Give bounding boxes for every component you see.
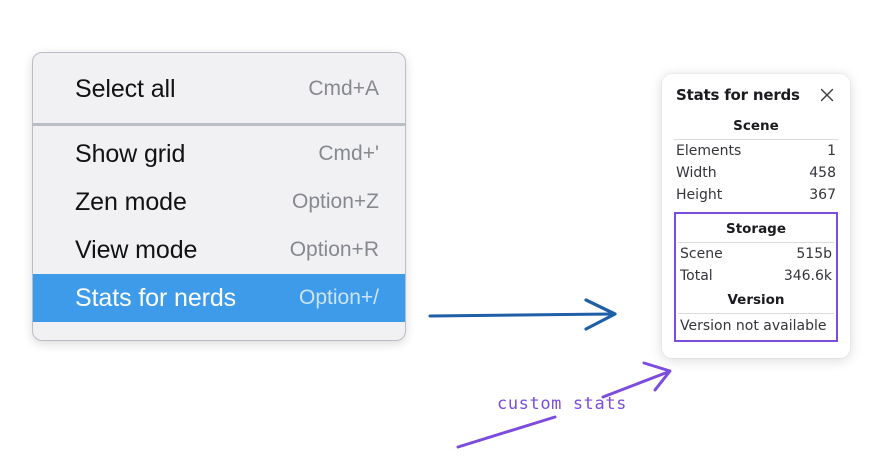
- purple-underline-annotation: [456, 415, 557, 449]
- purple-arrow-annotation: [601, 361, 672, 399]
- stat-value: 515b: [796, 246, 832, 262]
- stat-row-storage-scene: Scene 515b: [676, 243, 836, 265]
- menu-item-select-all[interactable]: Select all Cmd+A: [33, 65, 405, 113]
- section-heading-storage: Storage: [725, 221, 787, 237]
- stat-row-elements: Elements 1: [662, 140, 850, 162]
- stats-for-nerds-panel: Stats for nerds Scene Elements 1 Width 4…: [662, 74, 850, 358]
- stat-label: Total: [680, 268, 713, 284]
- blue-arrow-annotation: [428, 298, 617, 331]
- menu-item-shortcut: Cmd+': [318, 142, 379, 165]
- menu-item-label: Zen mode: [75, 187, 187, 216]
- close-icon[interactable]: [818, 86, 836, 104]
- stat-label: Elements: [676, 143, 742, 159]
- menu-item-shortcut: Option+R: [289, 238, 379, 261]
- section-heading-scene: Scene: [733, 118, 779, 134]
- stats-panel-header: Stats for nerds: [662, 86, 850, 104]
- stat-label: Scene: [680, 246, 723, 262]
- stat-value: 458: [809, 165, 836, 181]
- menu-item-stats-for-nerds[interactable]: Stats for nerds Option+/: [33, 274, 405, 322]
- stat-row-height: Height 367: [662, 184, 850, 206]
- custom-stats-annotation-label: custom stats: [497, 394, 628, 414]
- stat-row-width: Width 458: [662, 162, 850, 184]
- custom-stats-highlight-box: Storage Scene 515b Total 346.6k Version …: [674, 212, 838, 342]
- stat-value: 346.6k: [783, 268, 832, 284]
- stat-row-storage-total: Total 346.6k: [676, 265, 836, 287]
- version-text: Version not available: [680, 318, 827, 334]
- menu-top-padding: [33, 53, 405, 65]
- section-heading-version: Version: [727, 292, 785, 308]
- menu-separator: [33, 123, 405, 126]
- menu-item-shortcut: Option+/: [299, 286, 379, 309]
- stat-label: Width: [676, 165, 717, 181]
- menu-item-label: Stats for nerds: [75, 283, 237, 312]
- section-divider: [678, 242, 834, 243]
- menu-item-label: View mode: [75, 235, 198, 264]
- stat-value: 367: [809, 187, 836, 203]
- section-divider: [674, 139, 838, 140]
- menu-item-zen-mode[interactable]: Zen mode Option+Z: [33, 178, 405, 226]
- stats-panel-title: Stats for nerds: [676, 86, 800, 104]
- menu-item-view-mode[interactable]: View mode Option+R: [33, 226, 405, 274]
- menu-item-label: Show grid: [75, 139, 186, 168]
- menu-bottom-padding: [33, 322, 405, 340]
- menu-item-shortcut: Option+Z: [292, 190, 379, 213]
- stat-value: 1: [827, 143, 836, 159]
- canvas-context-menu[interactable]: Select all Cmd+A Show grid Cmd+' Zen mod…: [32, 52, 406, 341]
- menu-item-label: Select all: [75, 74, 176, 103]
- menu-item-show-grid[interactable]: Show grid Cmd+': [33, 130, 405, 178]
- section-divider: [678, 313, 834, 314]
- stat-label: Height: [676, 187, 723, 203]
- menu-item-shortcut: Cmd+A: [308, 77, 379, 100]
